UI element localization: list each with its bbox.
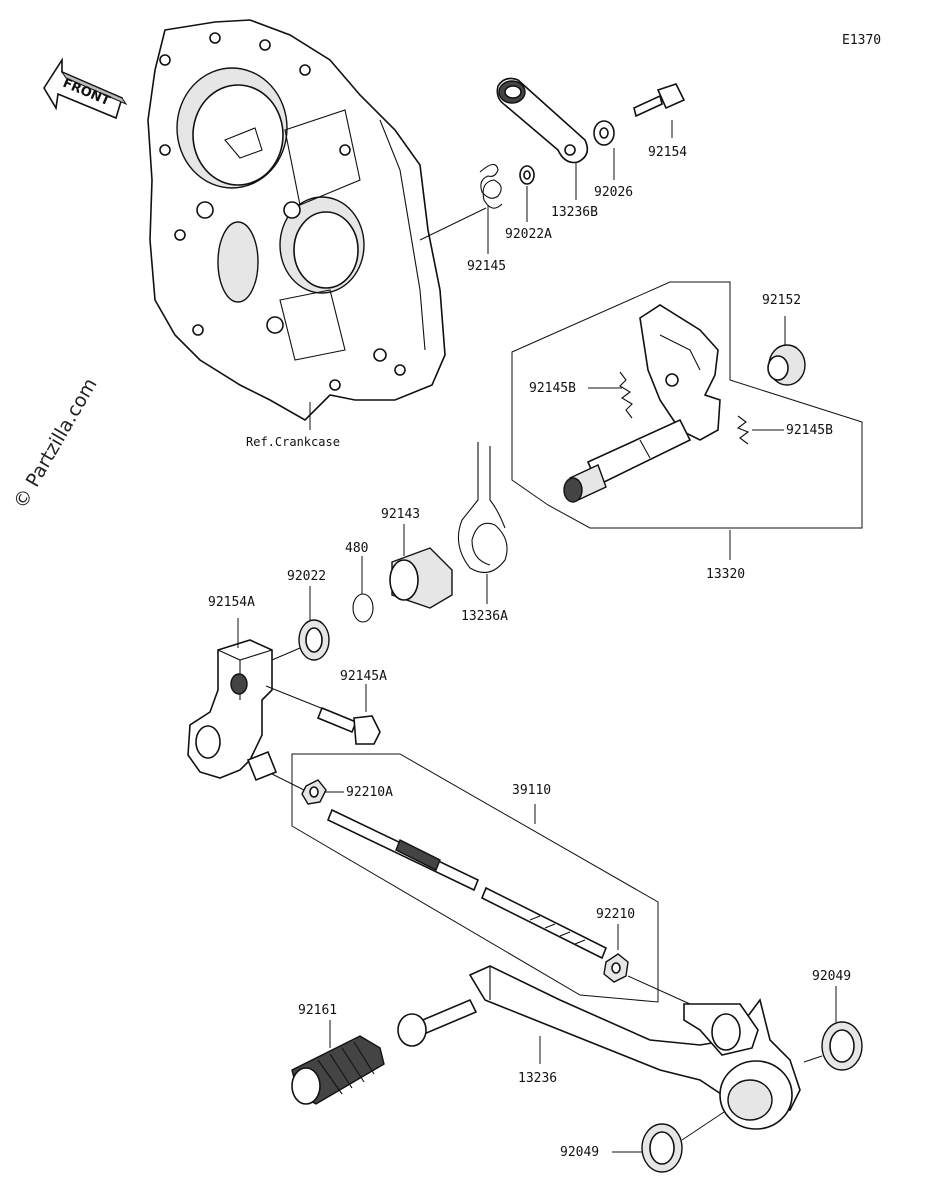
diagram-code: E1370 bbox=[842, 33, 881, 48]
part-13236B-arm bbox=[496, 77, 589, 164]
label-13236A: 92154A bbox=[208, 595, 255, 610]
ref-crankcase-label: Ref.Crankcase bbox=[246, 435, 340, 449]
label-480: 480 bbox=[345, 541, 368, 556]
part-92143-bushing bbox=[389, 547, 453, 609]
part-92145-spring bbox=[479, 163, 503, 209]
part-92049-seal-b bbox=[641, 1123, 683, 1173]
label-92154A: 92145A bbox=[340, 669, 387, 684]
label-92145B-a: 92145B bbox=[529, 381, 576, 396]
part-92145A-spring bbox=[457, 442, 508, 574]
part-92152-bushing bbox=[767, 344, 806, 386]
label-13236B: 13236B bbox=[551, 205, 598, 220]
part-92026-washer bbox=[593, 120, 615, 146]
part-92154-bolt bbox=[633, 83, 686, 118]
label-13236: 13236 bbox=[518, 1071, 557, 1086]
part-92210A-nut bbox=[301, 779, 327, 805]
part-92210-nut bbox=[603, 953, 629, 983]
label-92143: 92143 bbox=[381, 507, 420, 522]
label-92022: 92022 bbox=[287, 569, 326, 584]
label-92049-a: 92049 bbox=[812, 969, 851, 984]
part-92145B-spring-b bbox=[736, 415, 750, 445]
label-92022A: 92022A bbox=[505, 227, 552, 242]
label-92210: 92210 bbox=[596, 907, 635, 922]
label-92210A: 92210A bbox=[346, 785, 393, 800]
part-13236-lever bbox=[397, 965, 801, 1130]
label-92145: 92145 bbox=[467, 259, 506, 274]
part-92022A-washer bbox=[519, 165, 535, 185]
part-13236A-arm bbox=[187, 639, 278, 782]
crankcase-drawing bbox=[147, 19, 446, 421]
label-39110: 39110 bbox=[512, 783, 551, 798]
label-92152: 92152 bbox=[762, 293, 801, 308]
label-92026: 92026 bbox=[594, 185, 633, 200]
part-480-circlip bbox=[352, 593, 374, 623]
part-92022-washer bbox=[298, 619, 330, 661]
label-92145A: 13236A bbox=[461, 609, 508, 624]
label-92145B-b: 92145B bbox=[786, 423, 833, 438]
front-arrow-icon: FRONT bbox=[43, 57, 128, 120]
part-39110-rod bbox=[326, 808, 608, 960]
watermark: © Partzilla.com bbox=[9, 375, 101, 513]
label-92161: 92161 bbox=[298, 1003, 337, 1018]
part-92049-seal-a bbox=[821, 1021, 863, 1071]
label-13320: 13320 bbox=[706, 567, 745, 582]
part-92154A-bolt bbox=[316, 706, 381, 745]
label-92154: 92154 bbox=[648, 145, 687, 160]
part-92145B-spring-a bbox=[619, 371, 633, 419]
label-92049-b: 92049 bbox=[560, 1145, 599, 1160]
part-92161-rubber bbox=[291, 1035, 385, 1105]
part-13320-shaft-assembly bbox=[563, 304, 721, 503]
